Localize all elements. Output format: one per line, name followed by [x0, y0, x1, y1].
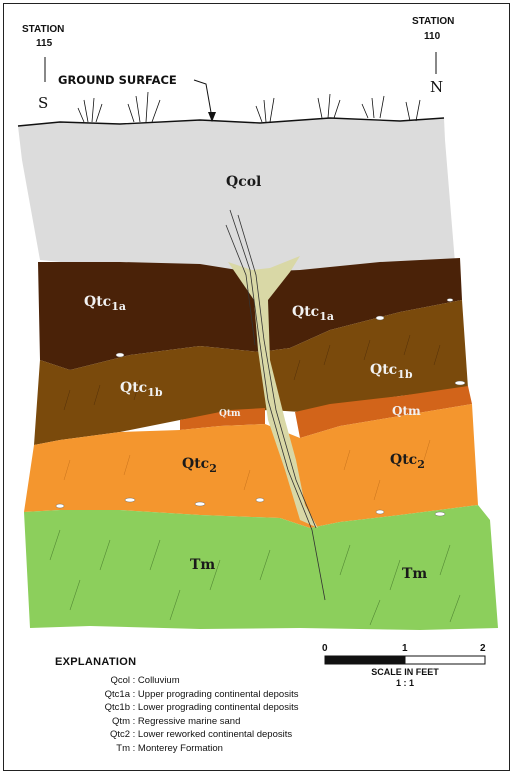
scale-tick-0: 0 — [322, 643, 328, 654]
qtc2-right-label: Qtc2 — [390, 452, 425, 471]
scale-tick-1: 1 — [402, 643, 408, 654]
scale-bar — [325, 656, 485, 664]
qtc1b-right-label: Qtc1b — [370, 362, 413, 381]
station-right-number: 110 — [424, 31, 440, 42]
scale-tick-2: 2 — [480, 643, 486, 654]
explanation-item: Qcol : Colluvium — [62, 674, 298, 688]
station-left-label: STATION — [22, 24, 64, 35]
explanation-item: Qtc2 : Lower reworked continental deposi… — [62, 728, 298, 742]
qtm-right-label: Qtm — [392, 404, 421, 418]
explanation-item: Tm : Monterey Formation — [62, 742, 298, 756]
south-label: S — [38, 94, 48, 112]
qcol-label: Qcol — [226, 174, 261, 190]
tm-left-label: Tm — [190, 557, 215, 573]
qtm-left-label: Qtm — [219, 409, 241, 419]
explanation-list: Qcol : Colluvium Qtc1a : Upper progradin… — [62, 674, 298, 755]
scale-caption: SCALE IN FEET — [360, 667, 450, 677]
explanation-item: Qtm : Regressive marine sand — [62, 715, 298, 729]
qtc1b-left-label: Qtc1b — [120, 380, 163, 399]
qtc2-left-label: Qtc2 — [182, 456, 217, 475]
qtc1a-left-label: Qtc1a — [84, 294, 126, 313]
tm-right-label: Tm — [402, 566, 427, 582]
station-right-label: STATION — [412, 16, 454, 27]
station-left-number: 115 — [36, 38, 52, 49]
explanation-item: Qtc1a : Upper prograding continental dep… — [62, 688, 298, 702]
scale-ratio: 1 : 1 — [360, 678, 450, 688]
north-label: N — [430, 78, 443, 96]
qtc1a-right-label: Qtc1a — [292, 304, 334, 323]
ground-surface-label: GROUND SURFACE — [58, 73, 177, 87]
grass-tufts — [78, 92, 420, 122]
explanation-title: EXPLANATION — [55, 656, 136, 668]
explanation-item: Qtc1b : Lower prograding continental dep… — [62, 701, 298, 715]
